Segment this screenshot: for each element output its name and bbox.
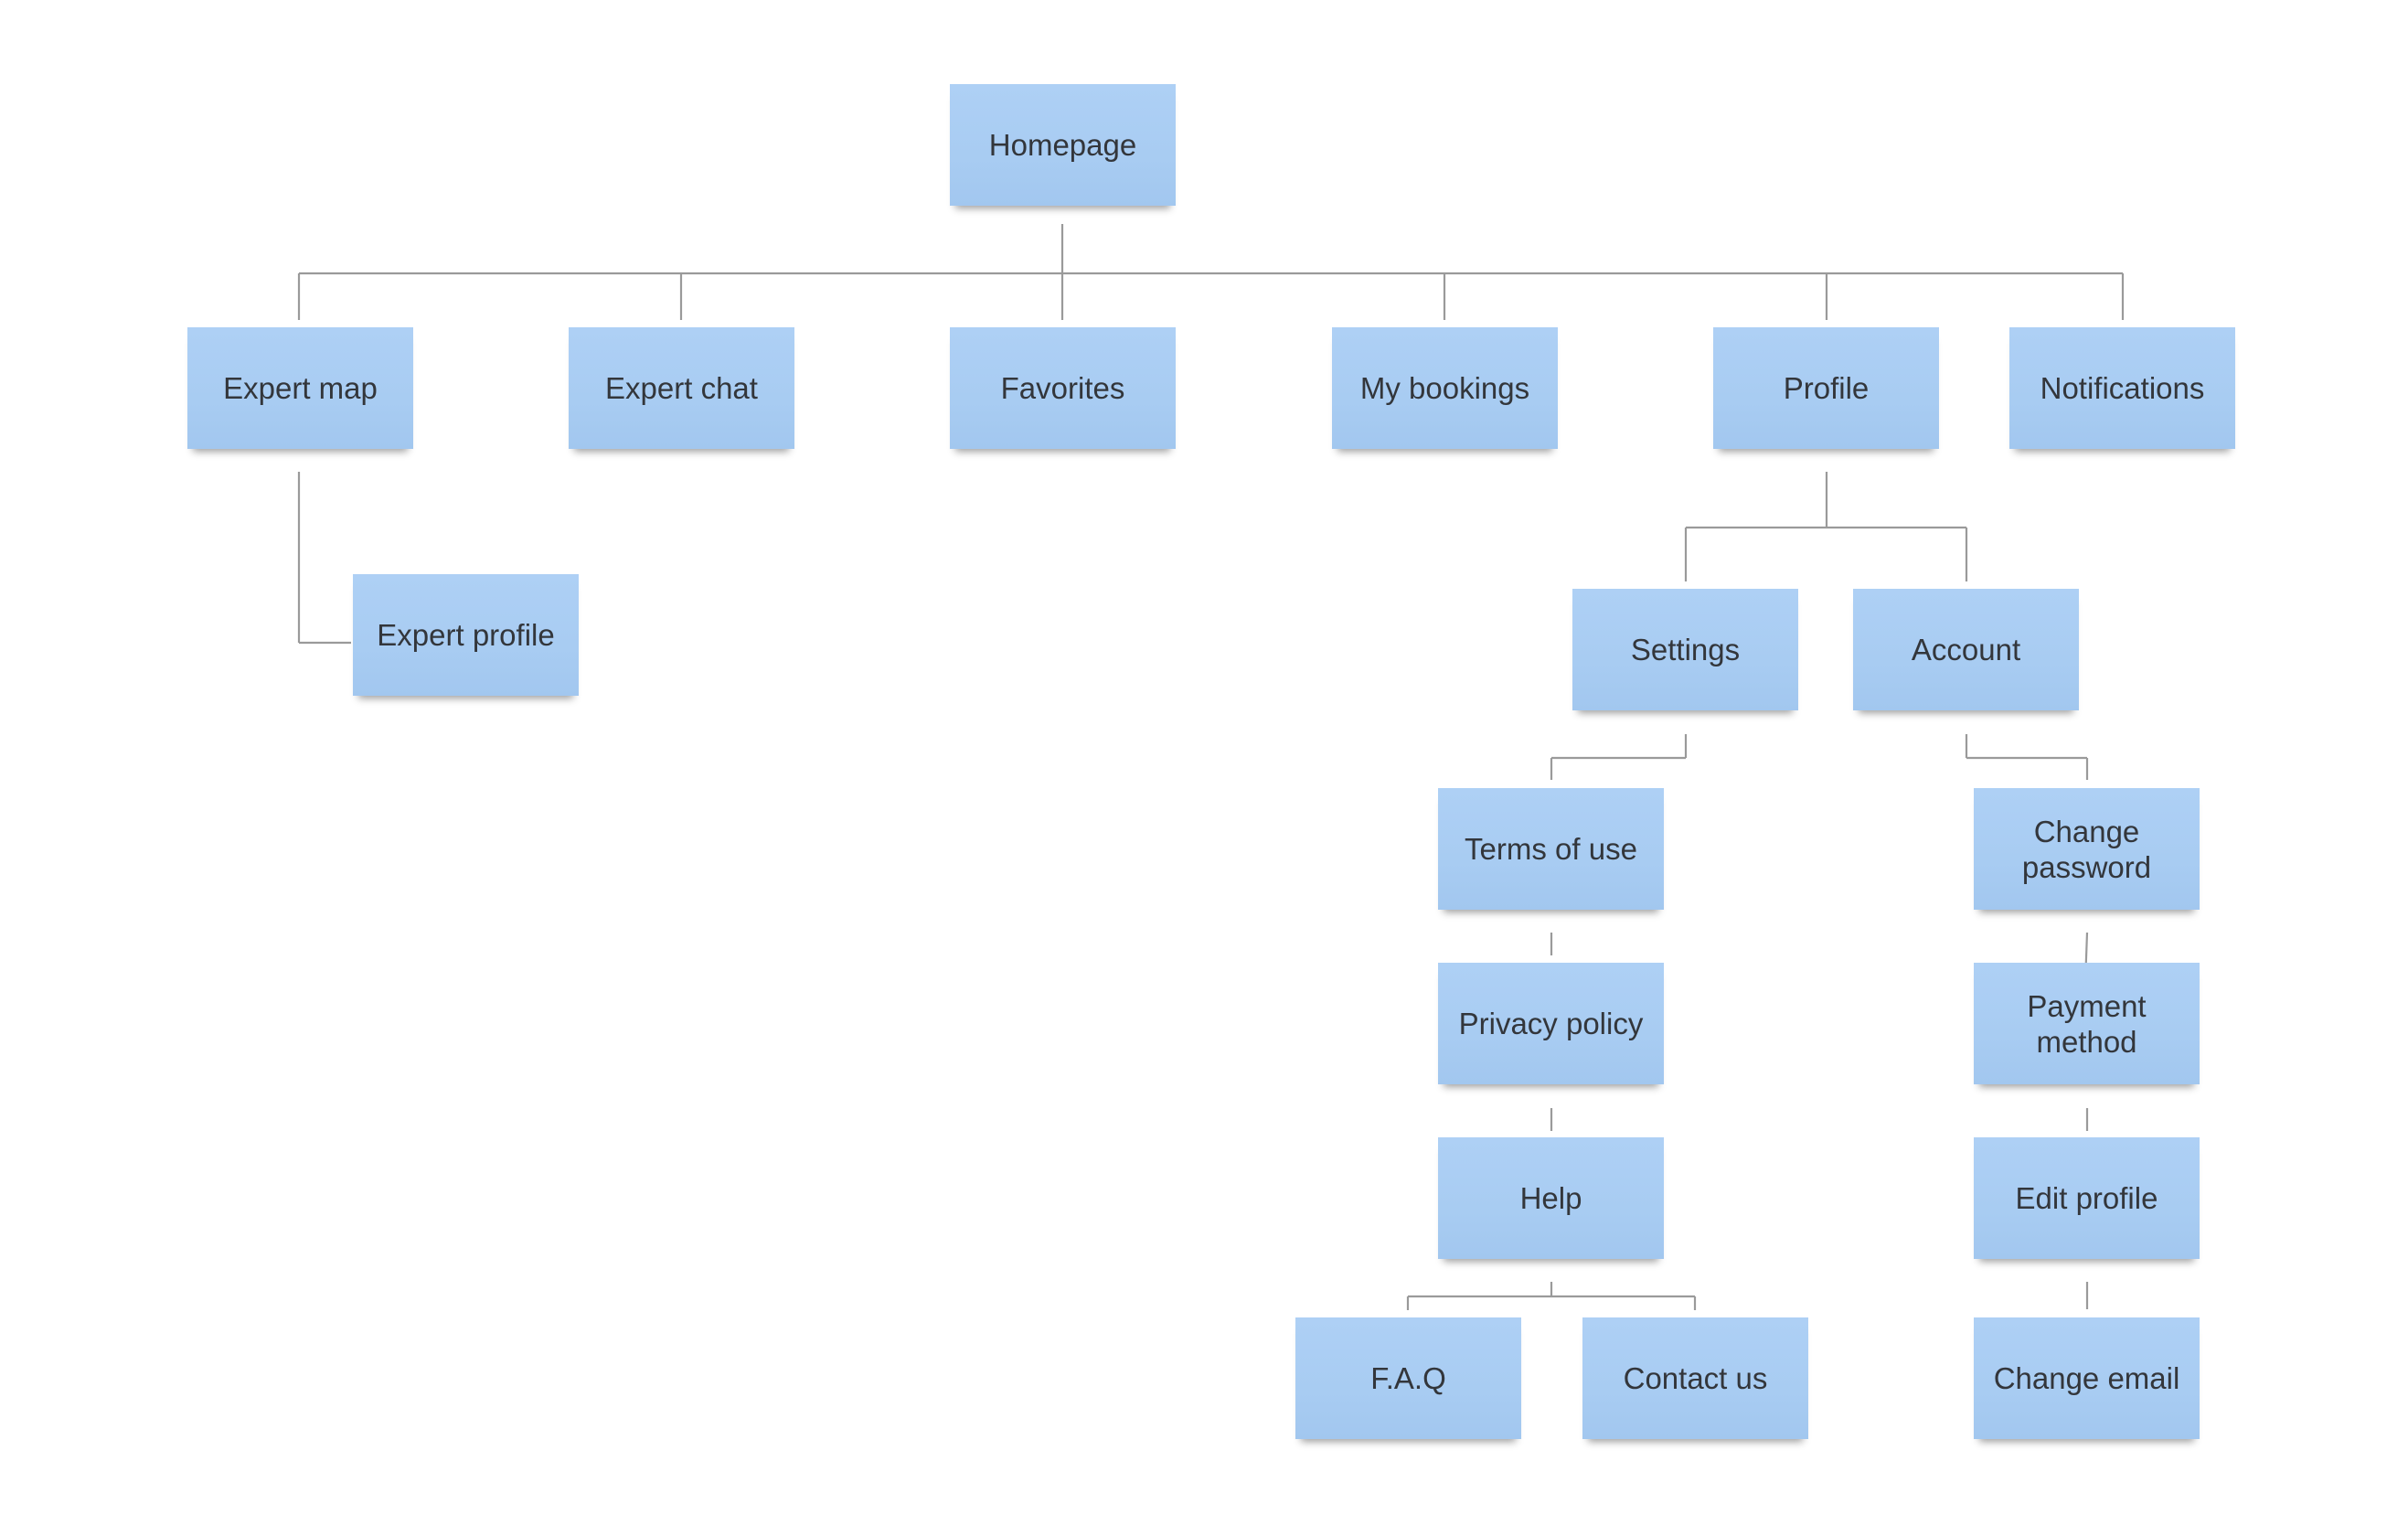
node-expert-map[interactable]: Expert map <box>187 327 413 449</box>
node-favorites[interactable]: Favorites <box>950 327 1176 449</box>
node-label: Terms of use <box>1465 832 1637 866</box>
node-privacy-policy[interactable]: Privacy policy <box>1438 963 1664 1084</box>
node-label: Change password <box>2021 814 2152 884</box>
node-contact-us[interactable]: Contact us <box>1582 1317 1808 1439</box>
node-label: Change email <box>1993 1361 2180 1395</box>
node-label: Expert profile <box>377 618 555 652</box>
node-label: My bookings <box>1359 371 1530 405</box>
node-settings[interactable]: Settings <box>1572 589 1798 710</box>
node-expert-profile[interactable]: Expert profile <box>353 574 579 696</box>
node-profile[interactable]: Profile <box>1713 327 1939 449</box>
node-edit-profile[interactable]: Edit profile <box>1974 1137 2200 1259</box>
node-help[interactable]: Help <box>1438 1137 1664 1259</box>
node-label: F.A.Q <box>1370 1361 1446 1395</box>
node-label: Profile <box>1783 371 1870 405</box>
node-label: Homepage <box>988 128 1137 162</box>
node-my-bookings[interactable]: My bookings <box>1332 327 1558 449</box>
node-label: Account <box>1911 633 2021 667</box>
node-account[interactable]: Account <box>1853 589 2079 710</box>
node-faq[interactable]: F.A.Q <box>1295 1317 1521 1439</box>
node-notifications[interactable]: Notifications <box>2009 327 2235 449</box>
node-homepage[interactable]: Homepage <box>950 84 1176 206</box>
node-label: Settings <box>1630 633 1741 667</box>
node-label: Expert map <box>223 371 378 405</box>
node-label: Edit profile <box>2015 1181 2158 1215</box>
node-expert-chat[interactable]: Expert chat <box>569 327 794 449</box>
node-change-password[interactable]: Change password <box>1974 788 2200 910</box>
node-label: Expert chat <box>605 371 758 405</box>
node-terms-of-use[interactable]: Terms of use <box>1438 788 1664 910</box>
node-change-email[interactable]: Change email <box>1974 1317 2200 1439</box>
node-label: Notifications <box>2040 371 2205 405</box>
node-label: Help <box>1519 1181 1582 1215</box>
node-label: Favorites <box>1000 371 1125 405</box>
node-payment-method[interactable]: Payment method <box>1974 963 2200 1084</box>
node-label: Contact us <box>1623 1361 1768 1395</box>
node-label: Payment method <box>2027 988 2147 1059</box>
node-label: Privacy policy <box>1458 1007 1644 1040</box>
